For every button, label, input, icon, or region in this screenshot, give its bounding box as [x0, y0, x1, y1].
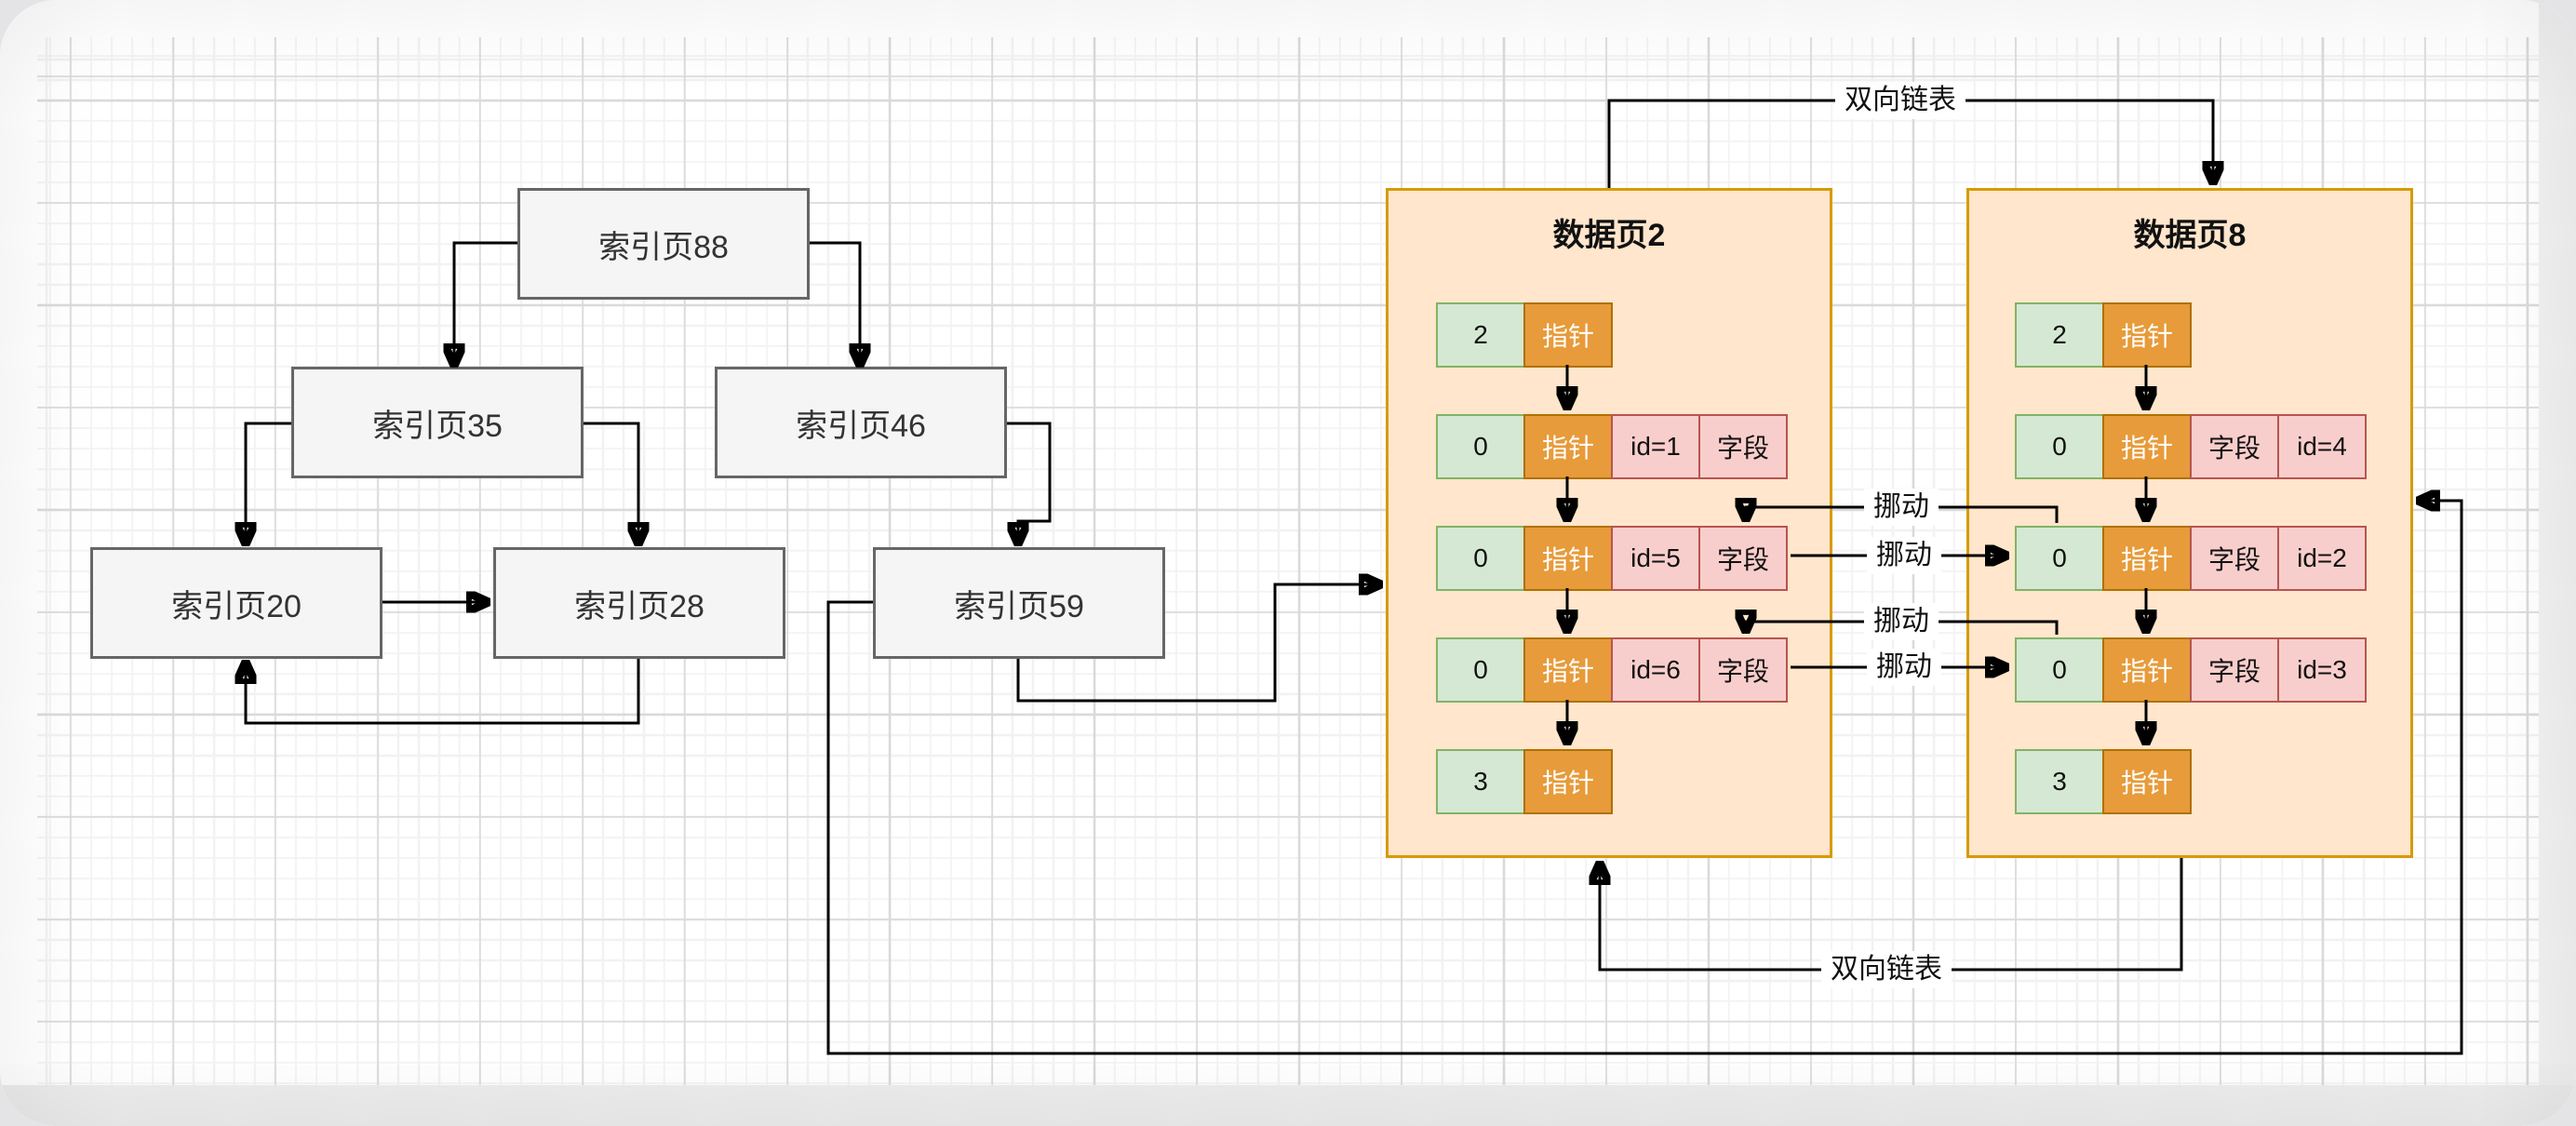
index-page-label: 索引页28: [574, 588, 704, 624]
label-move-4: 挪动: [1867, 649, 1941, 686]
field-cell: id=3: [2277, 637, 2367, 703]
pointer-cell: 指针: [1523, 637, 1613, 703]
index-page-label: 索引页20: [171, 588, 302, 624]
field-cell: 字段: [1698, 637, 1788, 703]
index-page-box-20: 索引页20: [90, 547, 382, 659]
pointer-cell: 指针: [2102, 414, 2192, 479]
field-cell: 字段: [2190, 637, 2279, 703]
pointer-cell: 指针: [1523, 414, 1613, 479]
index-page-label: 索引页46: [796, 408, 926, 444]
pointer-cell: 指针: [2102, 302, 2192, 368]
field-cell: 字段: [2190, 414, 2279, 479]
num-cell: 2: [2015, 302, 2104, 368]
num-cell: 0: [2015, 637, 2104, 703]
pointer-cell: 指针: [1523, 302, 1613, 368]
field-cell: id=1: [1611, 414, 1700, 479]
offpage-band-bottom: [0, 1085, 2576, 1126]
num-cell: 0: [1436, 526, 1525, 591]
num-cell: 0: [2015, 414, 2104, 479]
index-page-box-59: 索引页59: [873, 547, 1165, 659]
index-page-label: 索引页88: [598, 229, 729, 265]
index-page-box-46: 索引页46: [715, 367, 1007, 478]
data-page-title: 数据页2: [1552, 218, 1666, 253]
field-cell: id=6: [1611, 637, 1700, 703]
index-page-box-35: 索引页35: [291, 367, 584, 478]
field-cell: 字段: [1698, 526, 1788, 591]
label-doubly-linked-bottom: 双向链表: [1821, 951, 1952, 988]
label-move-1: 挪动: [1864, 489, 1939, 526]
num-cell: 0: [1436, 637, 1525, 703]
index-page-label: 索引页35: [372, 408, 503, 444]
index-page-box-88: 索引页88: [517, 188, 810, 300]
pointer-cell: 指针: [1523, 526, 1613, 591]
data-page-title: 数据页8: [2133, 218, 2247, 253]
pointer-cell: 指针: [2102, 749, 2192, 814]
label-doubly-linked-top: 双向链表: [1835, 82, 1966, 119]
field-cell: id=5: [1611, 526, 1700, 591]
pointer-cell: 指针: [1523, 749, 1613, 814]
field-cell: id=4: [2277, 414, 2367, 479]
field-cell: id=2: [2277, 526, 2367, 591]
num-cell: 3: [1436, 749, 1525, 814]
label-move-3: 挪动: [1864, 603, 1939, 640]
field-cell: 字段: [1698, 414, 1788, 479]
index-page-label: 索引页59: [954, 588, 1084, 624]
pointer-cell: 指针: [2102, 526, 2192, 591]
num-cell: 2: [1436, 302, 1525, 368]
num-cell: 0: [1436, 414, 1525, 479]
pointer-cell: 指针: [2102, 637, 2192, 703]
num-cell: 0: [2015, 526, 2104, 591]
field-cell: 字段: [2190, 526, 2279, 591]
offpage-band-right: [2539, 0, 2576, 1085]
num-cell: 3: [2015, 749, 2104, 814]
label-move-2: 挪动: [1867, 537, 1941, 574]
index-page-box-28: 索引页28: [493, 547, 785, 659]
